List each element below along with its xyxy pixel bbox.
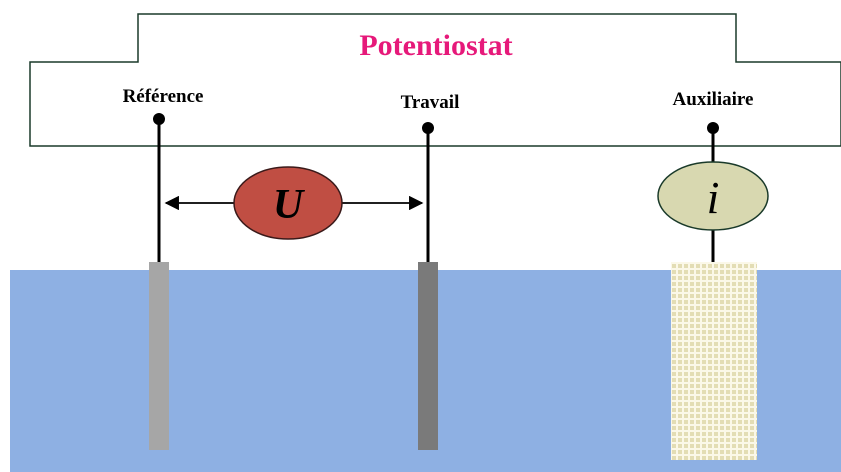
potential-symbol: U bbox=[273, 182, 306, 228]
potentiostat-title: Potentiostat bbox=[359, 29, 512, 62]
reference-electrode-label: Référence bbox=[123, 86, 204, 107]
auxiliary-terminal bbox=[707, 122, 719, 134]
reference-electrode-rod bbox=[149, 262, 169, 450]
working-electrode-rod bbox=[418, 262, 438, 450]
working-terminal bbox=[422, 122, 434, 134]
working-electrode-label: Travail bbox=[401, 92, 460, 113]
current-symbol: i bbox=[707, 172, 720, 223]
auxiliary-electrode-label: Auxiliaire bbox=[673, 89, 754, 110]
reference-terminal bbox=[153, 113, 165, 125]
current-ellipse bbox=[657, 161, 769, 231]
auxiliary-mesh-electrode bbox=[671, 262, 757, 460]
potentiostat-box bbox=[29, 13, 841, 147]
potential-ellipse bbox=[233, 166, 343, 240]
